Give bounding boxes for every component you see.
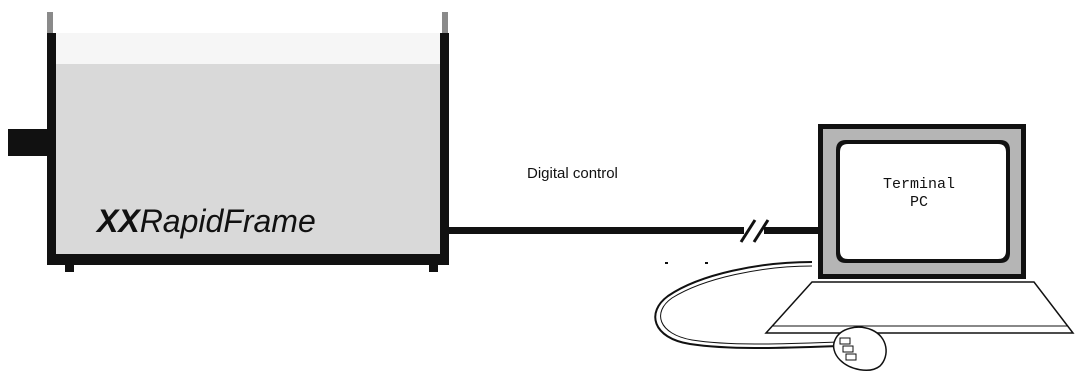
speck-1 <box>665 262 668 264</box>
device-top-window <box>55 33 441 65</box>
device-base <box>47 254 449 265</box>
right-rod <box>442 12 448 34</box>
cable-break-mark-1 <box>739 219 757 243</box>
connection-label: Digital control <box>527 165 618 182</box>
side-port <box>8 129 49 156</box>
cable-line-left <box>449 227 744 234</box>
terminal-label-line1: Terminal <box>883 176 955 193</box>
device-body <box>55 64 441 254</box>
mouse-cable <box>654 261 839 349</box>
mouse-body <box>832 326 887 372</box>
cable-break-mark-2 <box>752 219 770 243</box>
digital-control-cable: Digital control <box>449 165 820 243</box>
mouse <box>832 326 887 372</box>
device-left-wall <box>47 33 56 265</box>
device-brand-label: XXRapidFrame <box>95 203 316 239</box>
brand-name: RapidFrame <box>140 203 316 239</box>
rapidframe-device: XXRapidFrame <box>8 12 449 272</box>
device-right-wall <box>440 33 449 265</box>
mouse-button-3 <box>845 353 857 361</box>
terminal-label-line2: PC <box>910 194 928 211</box>
brand-prefix: XX <box>95 203 141 239</box>
mouse-button-1 <box>839 337 851 345</box>
terminal-pc: Terminal PC <box>654 124 1075 372</box>
mouse-button-2 <box>842 345 854 353</box>
speck-2 <box>705 262 708 264</box>
monitor-screen <box>840 144 1006 259</box>
device-foot-right <box>429 265 438 272</box>
device-foot-left <box>65 265 74 272</box>
cable-line-right <box>764 227 820 234</box>
left-rod <box>47 12 53 34</box>
mouse-cable-inner <box>660 265 839 345</box>
keyboard <box>764 281 1075 334</box>
